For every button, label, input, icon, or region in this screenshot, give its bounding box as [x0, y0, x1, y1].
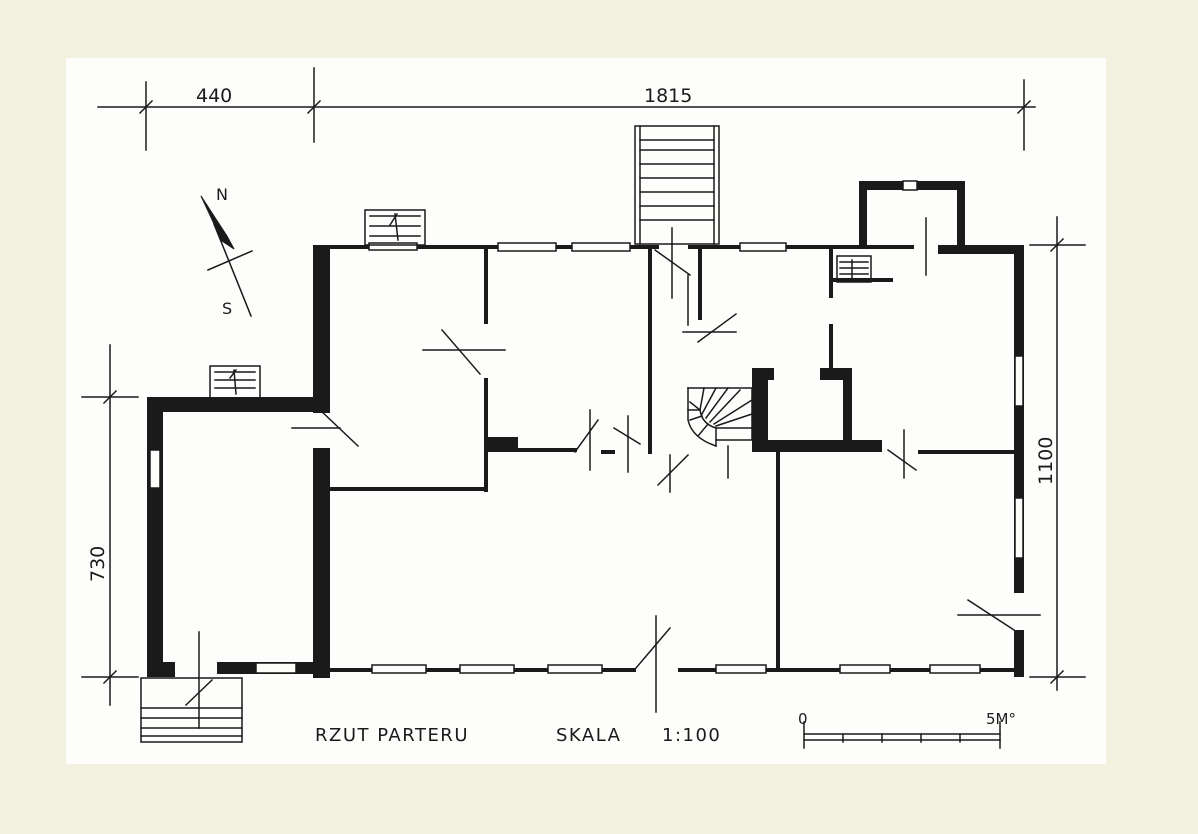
windows [149, 180, 1024, 674]
dimension-left [81, 344, 139, 706]
dimension-label-top-left: 440 [196, 85, 232, 107]
spiral-staircase [687, 386, 754, 447]
scale-bar [803, 721, 1001, 749]
scale-bar-end: 5M° [986, 710, 1016, 728]
dimension-label-right: 1100 [1035, 437, 1057, 485]
dimension-label-left: 730 [87, 546, 109, 582]
scale-ratio: 1:100 [662, 725, 721, 746]
compass-south-label: S [222, 299, 232, 318]
dimension-top [97, 67, 1036, 151]
dimension-label-top-right: 1815 [644, 85, 692, 107]
compass-north-label: N [216, 185, 228, 204]
door-marks [184, 217, 1041, 729]
small-steps-inner [836, 255, 872, 283]
exterior-walls [147, 181, 1024, 678]
interior-walls [328, 245, 1016, 672]
small-steps-top [364, 209, 426, 246]
scale-bar-start: 0 [798, 710, 808, 728]
dimension-right [1029, 216, 1086, 691]
entrance-stairs [140, 677, 243, 743]
plan-title: RZUT PARTERU [315, 725, 469, 746]
north-arrow-icon [200, 195, 253, 317]
small-steps-left [209, 365, 261, 399]
scale-label: SKALA [556, 725, 621, 746]
front-stairs [634, 125, 720, 245]
